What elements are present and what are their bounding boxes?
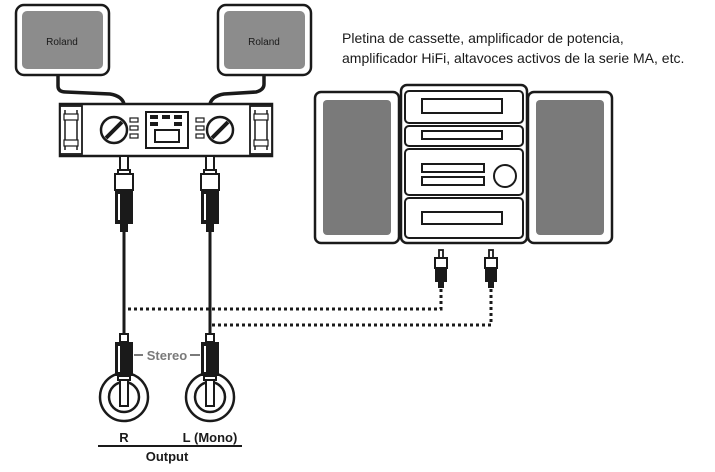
amp-knob-right [205, 115, 235, 145]
device-caption-line-1: Pletina de cassette, amplificador de pot… [342, 30, 624, 46]
rca-plug-left [434, 249, 448, 289]
output-label: Output [146, 449, 189, 464]
power-amplifier [58, 102, 274, 158]
rca-cable-left [124, 289, 443, 311]
stereo-system [313, 83, 614, 245]
rca-plug-right [484, 249, 498, 289]
speaker-cable-left [56, 76, 126, 105]
plug-amp-right [200, 155, 220, 233]
rca-cable-right [210, 289, 493, 327]
plug-jack-left [201, 333, 219, 407]
speaker-cable-right [208, 76, 266, 105]
speaker-right: Roland [216, 3, 313, 77]
device-caption-line-2: amplificador HiFi, altavoces activos de … [342, 50, 685, 66]
jack-label-l-mono: L (Mono) [183, 430, 238, 445]
speaker-right-brand: Roland [248, 37, 280, 48]
stereo-label: Stereo [147, 348, 188, 363]
plug-jack-right [115, 333, 133, 407]
amp-knob-left [99, 115, 129, 145]
speaker-left: Roland [14, 3, 111, 77]
stereo-bracket: Stereo [134, 348, 200, 363]
speaker-left-brand: Roland [46, 37, 78, 48]
jack-label-r: R [119, 430, 129, 445]
device-caption: Pletina de cassette, amplificador de pot… [342, 28, 712, 68]
plug-amp-left [114, 155, 134, 233]
